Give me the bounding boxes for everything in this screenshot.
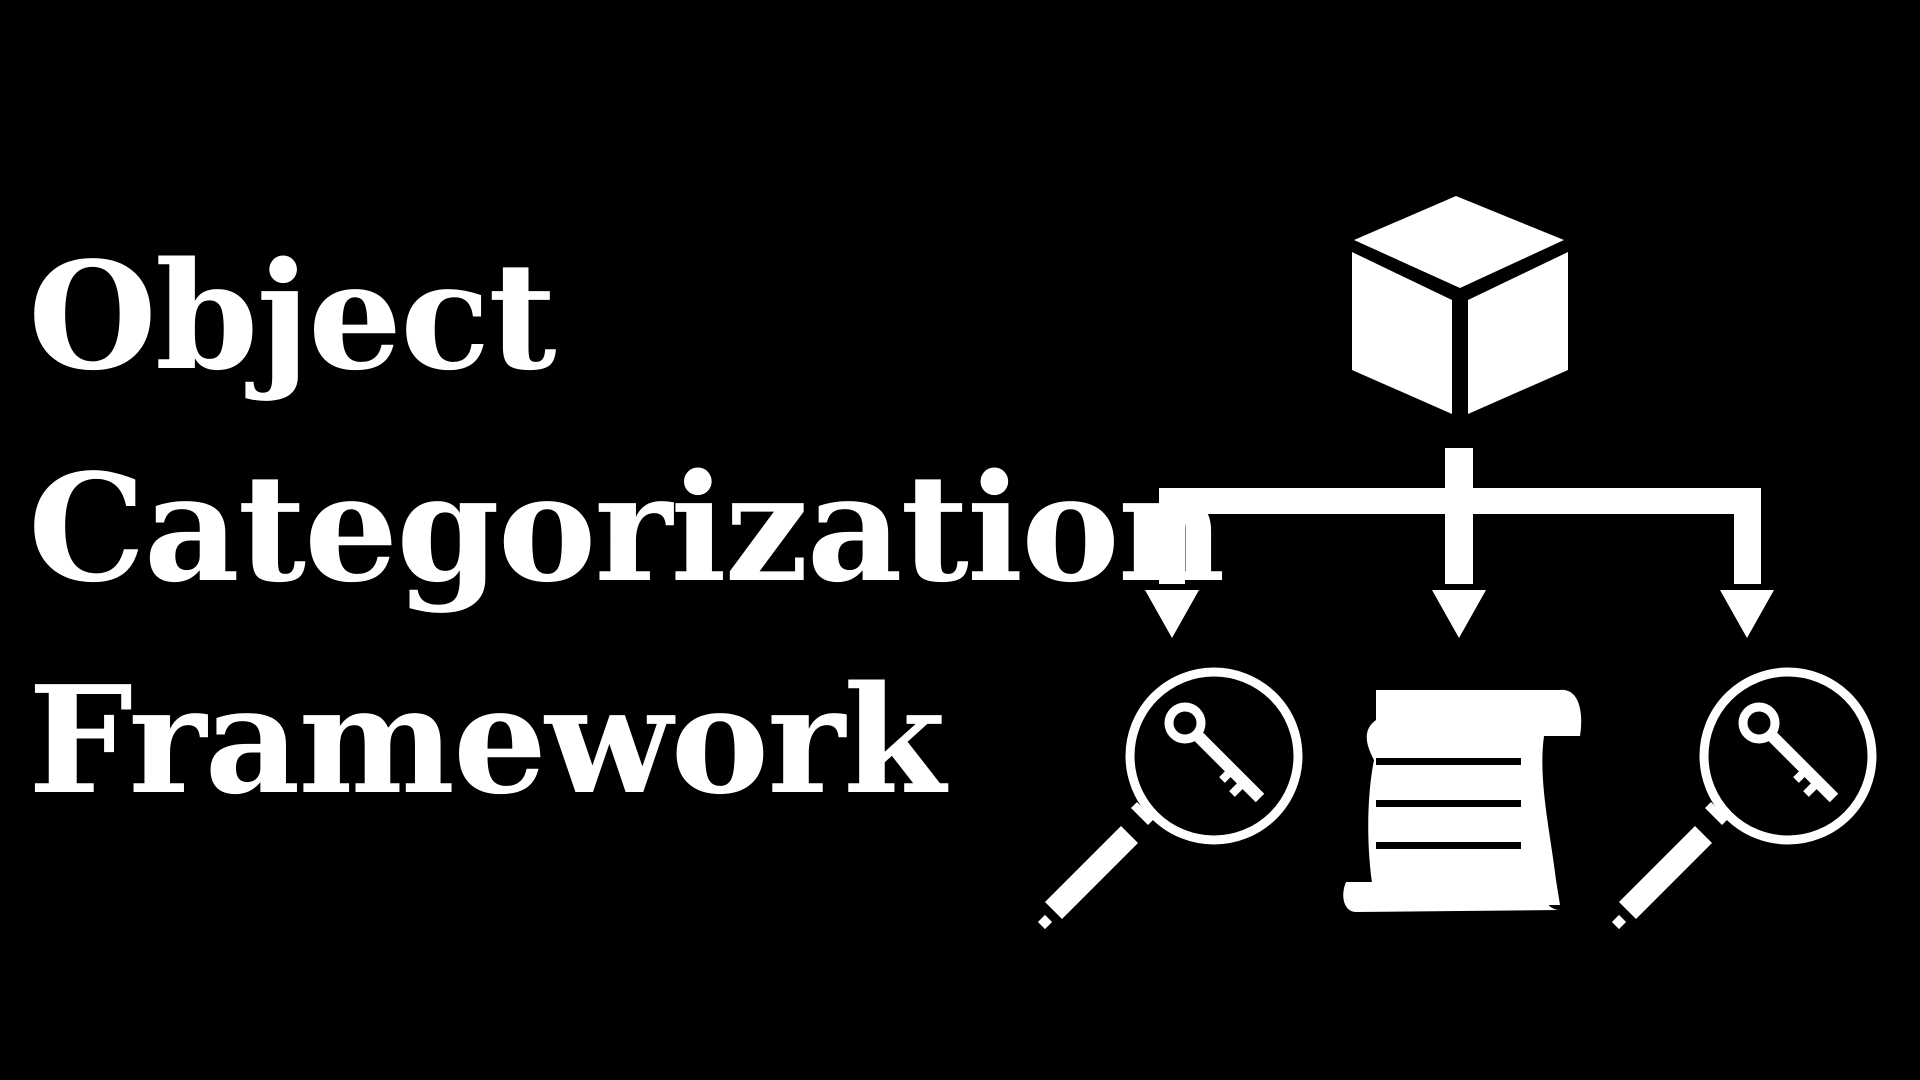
arrow-down-icon — [1145, 590, 1199, 638]
categorization-diagram — [1037, 196, 1877, 930]
arrow-down-icon — [1432, 590, 1486, 638]
slide-title: Object Categorization Framework — [28, 210, 1225, 846]
magnifier-key-icon — [1037, 667, 1303, 930]
magnifier-key-icon — [1611, 667, 1877, 930]
title-line-3: Framework — [28, 653, 946, 827]
scroll-document-icon — [1343, 689, 1582, 912]
arrow-down-icon — [1720, 590, 1774, 638]
title-line-1: Object — [28, 229, 557, 403]
tree-connector — [1159, 448, 1761, 584]
cube-icon — [1352, 196, 1568, 414]
title-line-2: Categorization — [28, 441, 1225, 615]
arrow-heads — [1145, 590, 1774, 638]
